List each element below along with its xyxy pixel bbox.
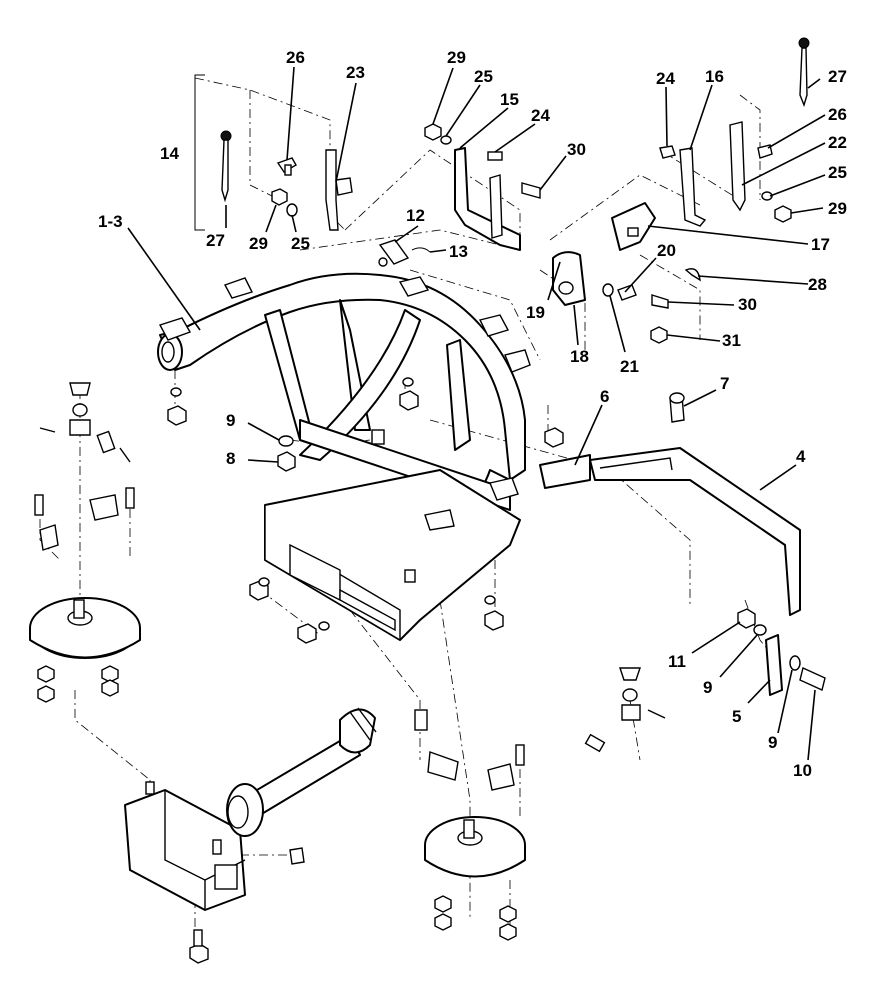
callout-26b: 26 (828, 105, 847, 124)
callout-4: 4 (796, 447, 806, 466)
callout-20: 20 (657, 241, 676, 260)
callout-9a: 9 (226, 411, 235, 430)
right-pulley-assembly (414, 667, 666, 941)
callout-6: 6 (600, 387, 609, 406)
callout-14: 14 (160, 144, 179, 163)
frame-hardware (167, 377, 564, 644)
callout-13: 13 (449, 242, 468, 261)
callout-19: 19 (526, 303, 545, 322)
callout-26a: 26 (286, 48, 305, 67)
leader-lines (127, 66, 826, 761)
callout-25a: 25 (474, 67, 493, 86)
callout-1-3: 1-3 (98, 212, 123, 231)
left-pulley-assembly (29, 382, 141, 703)
callout-24b: 24 (656, 69, 675, 88)
callout-14-bracket (194, 74, 205, 231)
callout-24a: 24 (531, 106, 550, 125)
callout-29c: 29 (828, 199, 847, 218)
callout-5: 5 (732, 707, 741, 726)
callout-7: 7 (720, 374, 729, 393)
callout-16: 16 (705, 67, 724, 86)
callout-27a: 27 (206, 231, 225, 250)
callout-18: 18 (570, 347, 589, 366)
callout-25b: 25 (291, 234, 310, 253)
left-pin-assembly (220, 130, 353, 231)
callout-25c: 25 (828, 163, 847, 182)
brace-assembly (539, 392, 801, 616)
gearbox-assembly (124, 707, 377, 964)
callout-10: 10 (793, 761, 812, 780)
callout-27b: 27 (828, 67, 847, 86)
callout-23: 23 (346, 63, 365, 82)
bracket-5-hardware (737, 608, 826, 696)
main-frame (157, 272, 531, 641)
shield-assembly (552, 251, 701, 344)
callout-22: 22 (828, 133, 847, 152)
callout-9b: 9 (703, 678, 712, 697)
callout-15: 15 (500, 90, 519, 109)
center-bracket-assembly (424, 123, 541, 251)
callout-30b: 30 (738, 295, 757, 314)
right-pin-assembly (611, 37, 810, 251)
callout-30a: 30 (567, 140, 586, 159)
callout-17: 17 (811, 235, 830, 254)
callout-29b: 29 (249, 234, 268, 253)
pin-and-clip (378, 239, 431, 267)
callout-9c: 9 (768, 733, 777, 752)
callout-labels: 1-3 4 5 6 7 8 9 9 9 10 11 12 13 14 15 16… (98, 48, 847, 780)
callout-8: 8 (226, 449, 235, 468)
callout-29a: 29 (447, 48, 466, 67)
callout-11: 11 (668, 652, 686, 671)
callout-12: 12 (406, 206, 425, 225)
callout-31: 31 (722, 331, 741, 350)
callout-28: 28 (808, 275, 827, 294)
callout-21: 21 (620, 357, 639, 376)
